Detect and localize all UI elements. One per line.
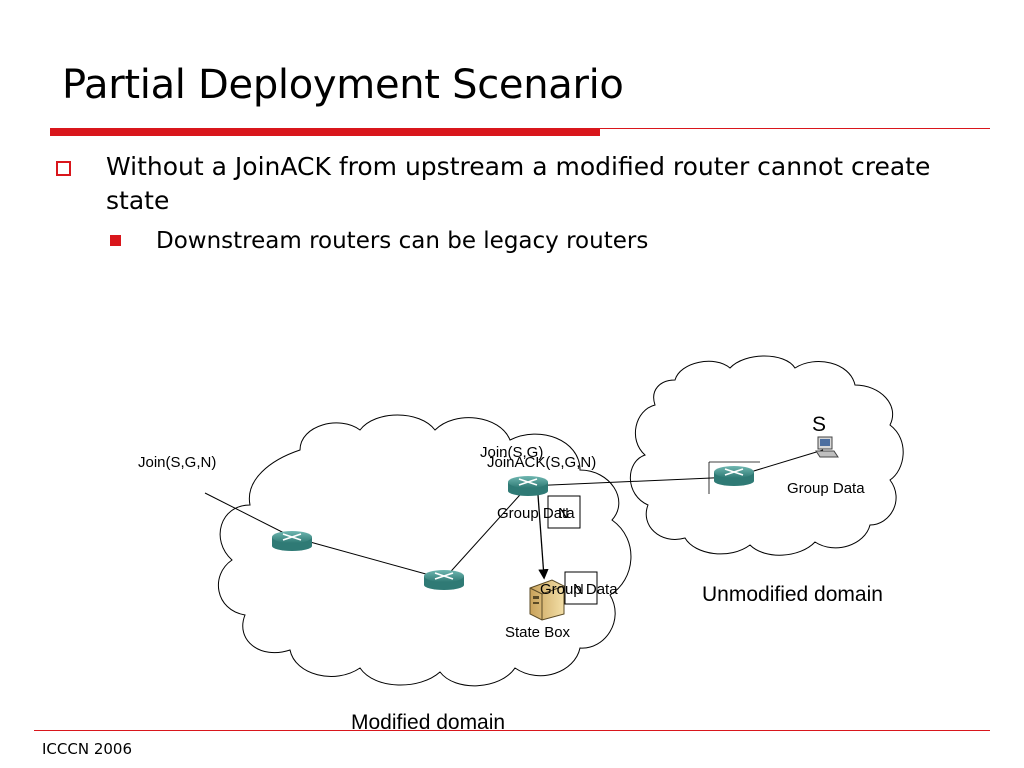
link-r2-r3 bbox=[443, 485, 529, 580]
slide-title: Partial Deployment Scenario bbox=[62, 62, 624, 108]
link-r3-r4 bbox=[527, 476, 735, 487]
link-join-in bbox=[204, 492, 293, 538]
footer-divider bbox=[34, 730, 990, 731]
arrow-to-state-box bbox=[537, 494, 549, 580]
n-box bbox=[564, 571, 598, 605]
server-icon bbox=[529, 579, 565, 621]
source-label: S bbox=[812, 413, 826, 436]
group-data-label: Group Data bbox=[787, 480, 865, 497]
router-icon bbox=[508, 476, 548, 496]
join-sg-label: Join(S,G) bbox=[480, 444, 543, 461]
unmodified-domain-label: Unmodified domain bbox=[702, 583, 883, 606]
n-box bbox=[547, 495, 581, 529]
bullet-square-hollow-icon bbox=[56, 161, 71, 176]
router-icon bbox=[424, 570, 464, 590]
join-sgn-label: Join(S,G,N) bbox=[138, 454, 216, 471]
link-r1-r2 bbox=[291, 536, 445, 580]
state-box-label: State Box bbox=[505, 624, 571, 641]
n-label: N bbox=[573, 581, 584, 598]
router-icon bbox=[714, 466, 754, 486]
modified-domain-label: Modified domain bbox=[351, 711, 505, 734]
bullet-2-text: Downstream routers can be legacy routers bbox=[156, 228, 649, 254]
group-data-label: Group Data bbox=[540, 581, 618, 598]
computer-icon bbox=[815, 436, 839, 458]
footer-text: ICCCN 2006 bbox=[42, 740, 133, 758]
bullet-square-filled-icon bbox=[110, 235, 121, 246]
group-data-label: Group Data bbox=[497, 505, 575, 522]
router-icon bbox=[272, 531, 312, 551]
title-divider-thick bbox=[50, 128, 600, 136]
bullet-1-text: Without a JoinACK from upstream a modifi… bbox=[106, 152, 931, 215]
unmodified-domain-cloud bbox=[629, 355, 904, 556]
joinack-label: JoinACK(S,G,N) bbox=[487, 454, 596, 471]
n-label: N bbox=[558, 505, 569, 522]
